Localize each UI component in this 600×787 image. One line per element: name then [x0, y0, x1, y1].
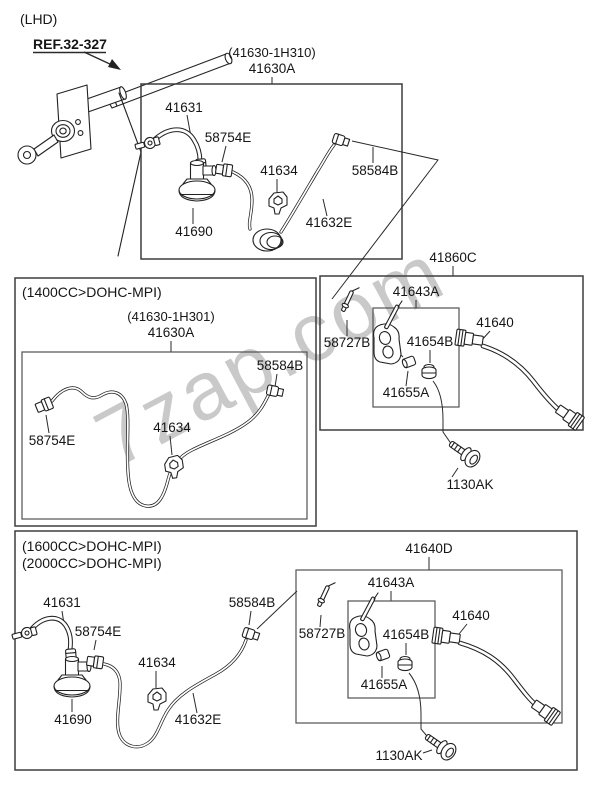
layout-label: (LHD)	[20, 11, 57, 27]
bushing-41655A-icon	[374, 648, 391, 663]
damper-41690-icon	[178, 159, 217, 202]
clutch-master-cylinder-illustration	[17, 52, 233, 257]
clip-41634-icon	[268, 191, 288, 215]
part-label-41643A-mid: 41643A	[393, 284, 440, 299]
mid-right-section-box	[319, 275, 584, 431]
part-label-58584B-top: 58584B	[352, 163, 399, 178]
part-label-41654B-mid: 41654B	[407, 334, 454, 349]
part-label-41631-bot: 41631	[43, 595, 81, 610]
part-label-58754E-top: 58754E	[205, 130, 252, 145]
bolt-1130AK-icon	[444, 435, 484, 471]
part-label-58754E-bot: 58754E	[75, 624, 122, 639]
bracket-41643A-icon	[349, 592, 379, 657]
part-label-1130AK-mid: 1130AK	[446, 477, 493, 492]
part-label-41643A-bot: 41643A	[368, 575, 415, 590]
pin-58727B-icon	[339, 283, 360, 314]
clip-41634-icon	[147, 687, 167, 711]
part-label-41640-bot: 41640	[452, 608, 490, 623]
engine-variant-1400: (1400CC>DOHC-MPI)	[22, 284, 162, 300]
assembly-label-41860C: 41860C	[429, 250, 477, 265]
pin-58727B-icon	[315, 578, 336, 609]
clutch-hose-41640-bot	[457, 640, 539, 708]
part-label-58754E-mid: 58754E	[29, 433, 76, 448]
mid-right-art	[339, 283, 586, 471]
engine-variant-1600: (1600CC>DOHC-MPI)	[22, 538, 162, 554]
part-label-41690-top: 41690	[175, 224, 213, 239]
grommet-41654B-icon	[421, 363, 437, 380]
banjo-fitting-icon	[133, 134, 162, 153]
pipe-coil-icon	[252, 228, 284, 252]
union-fitting-58754E-icon	[214, 162, 234, 178]
bracket-41643A-icon	[373, 300, 403, 365]
bottom-art	[10, 578, 562, 764]
part-label-41655A-bot: 41655A	[361, 677, 408, 692]
mid-left-leaders	[45, 373, 278, 456]
engine-variant-2000: (2000CC>DOHC-MPI)	[22, 555, 162, 571]
mid-left-section-box	[14, 277, 317, 527]
mid-assembly-no: 41630A	[148, 325, 195, 340]
mid-left-art	[33, 384, 285, 508]
grommet-41654B-icon	[397, 655, 413, 672]
part-label-41640-mid: 41640	[476, 315, 514, 330]
ref-arrow-icon	[83, 51, 121, 70]
top-assembly-no: 41630A	[249, 61, 296, 76]
part-label-41690-bot: 41690	[54, 712, 92, 727]
part-label-41634-mid: 41634	[153, 420, 191, 435]
damper-41690-icon	[53, 655, 92, 698]
part-label-58584B-bot: 58584B	[229, 595, 276, 610]
mid-left-inner-box	[21, 351, 308, 520]
bushing-41655A-icon	[400, 355, 417, 370]
part-label-41655A-mid: 41655A	[383, 385, 430, 400]
hose-fitting-icon	[431, 626, 462, 648]
part-label-1130AK-bot: 1130AK	[375, 748, 422, 763]
part-label-58727B-bot: 58727B	[299, 626, 346, 641]
mid-right-inner-box	[372, 307, 460, 408]
bottom-leaders	[61, 590, 468, 754]
part-label-41632E-top: 41632E	[306, 215, 353, 230]
bolt-1130AK-icon	[420, 728, 460, 764]
assembly-label-41640D: 41640D	[405, 541, 453, 556]
top-part-code: (41630-1H310)	[228, 45, 315, 60]
bottom-section-box	[14, 530, 578, 771]
part-label-58584B-mid: 58584B	[257, 358, 304, 373]
mid-part-code: (41630-1H301)	[127, 309, 214, 324]
bottom-inner-box	[347, 600, 436, 699]
ref-label: REF.32-327	[33, 36, 107, 52]
clutch-pipe-1400	[50, 386, 270, 508]
part-label-41634-top: 41634	[260, 163, 298, 178]
part-label-41632E-bot: 41632E	[175, 712, 222, 727]
clip-41634-icon	[163, 454, 186, 480]
part-label-41634-bot: 41634	[138, 655, 176, 670]
part-label-41631-top: 41631	[165, 100, 203, 115]
top-assembly-art	[133, 127, 351, 252]
top-assembly-box	[140, 83, 403, 260]
part-label-58727B-mid: 58727B	[324, 335, 371, 350]
part-label-41654B-bot: 41654B	[383, 627, 430, 642]
bottom-group-box	[295, 569, 563, 724]
union-fitting-58754E-icon	[33, 396, 55, 415]
hose-fitting-icon	[454, 328, 485, 350]
